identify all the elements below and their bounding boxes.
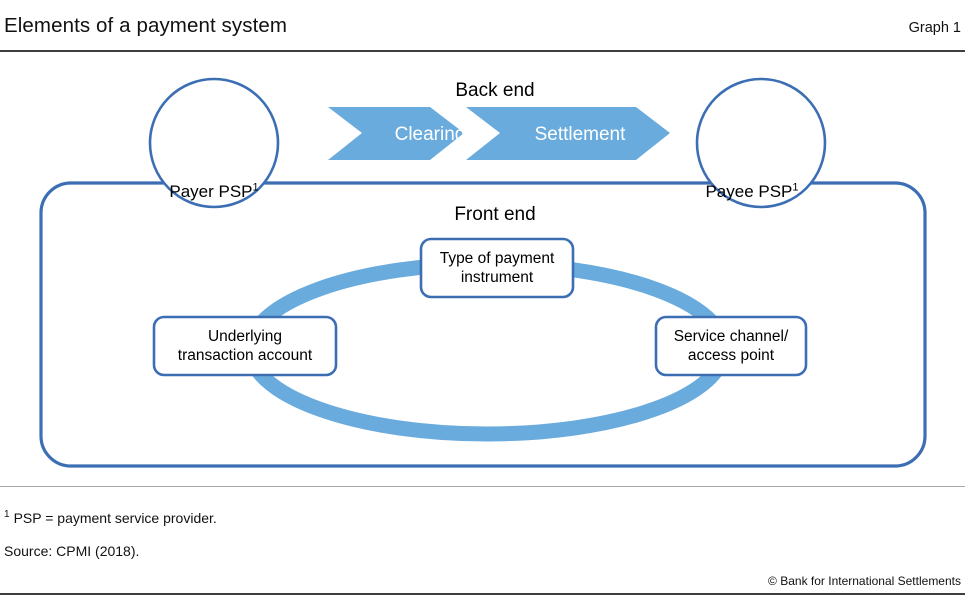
node-label-line-1: Service channel/ bbox=[673, 328, 789, 345]
node-box-service-channel-access-point bbox=[654, 315, 808, 377]
payee-psp-circle-outline bbox=[695, 77, 827, 209]
payer-psp-circle-fill bbox=[150, 79, 278, 207]
node-label-line-2: instrument bbox=[460, 268, 534, 286]
node-label-line-2: access point bbox=[687, 346, 775, 364]
footer-divider bbox=[0, 593, 965, 595]
chevron-clearing-shape bbox=[328, 107, 464, 160]
graph-header: Elements of a payment system Graph 1 bbox=[0, 0, 965, 52]
graph-number-label: Graph 1 bbox=[908, 20, 961, 36]
payee-psp-footnote-marker: 1 bbox=[792, 181, 799, 194]
node-label-type-of-payment-instrument: Type of payment instrument bbox=[424, 250, 570, 288]
node-box-type-of-payment-instrument bbox=[419, 237, 575, 299]
node-label-service-channel-access-point: Service channel/ access point bbox=[658, 328, 804, 366]
node-box-underlying-transaction-account bbox=[152, 315, 338, 377]
source-line: Source: CPMI (2018). bbox=[4, 543, 140, 559]
payer-psp-circle-outline bbox=[148, 77, 280, 209]
chevron-settlement-label: Settlement bbox=[534, 124, 626, 145]
front-end-container-outline bbox=[39, 181, 927, 468]
footnote-divider bbox=[0, 486, 965, 487]
node-label-line-1: Underlying bbox=[207, 328, 283, 345]
chevron-clearing-label: Clearing bbox=[394, 124, 466, 145]
diagram-canvas bbox=[39, 77, 927, 468]
node-label-line-1: Type of payment bbox=[439, 250, 555, 267]
payment-system-diagram: Back end Front end Payer PSP1 Payee PSP1… bbox=[0, 52, 965, 486]
footnote-marker: 1 bbox=[4, 509, 10, 521]
node-label-line-2: transaction account bbox=[177, 346, 313, 364]
payer-psp-footnote-marker: 1 bbox=[252, 181, 259, 194]
payer-psp-label-text: Payer PSP bbox=[169, 182, 253, 201]
back-end-label: Back end bbox=[455, 80, 535, 101]
page-title: Elements of a payment system bbox=[4, 14, 288, 37]
footnote-text: PSP = payment service provider. bbox=[13, 510, 217, 526]
chevron-settlement-shape bbox=[466, 107, 670, 160]
payer-psp-label: Payer PSP1 bbox=[144, 182, 284, 202]
payee-psp-circle-fill bbox=[697, 79, 825, 207]
payee-psp-label: Payee PSP1 bbox=[682, 182, 822, 202]
front-end-label: Front end bbox=[454, 204, 536, 225]
header-divider bbox=[0, 50, 965, 52]
payee-psp-label-text: Payee PSP bbox=[705, 182, 793, 201]
copyright-notice: © Bank for International Settlements bbox=[768, 574, 961, 588]
node-label-underlying-transaction-account: Underlying transaction account bbox=[156, 328, 334, 366]
